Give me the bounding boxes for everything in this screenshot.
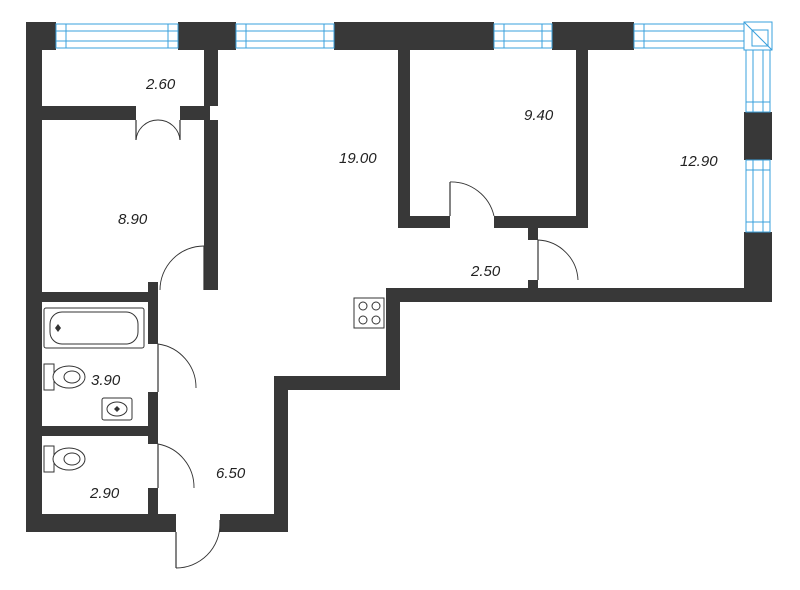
door-bedroom-large (537, 239, 579, 281)
door-toilet (157, 443, 195, 489)
wall-bath-bottom (42, 426, 158, 436)
wall-top-pier-2 (334, 22, 494, 50)
toilet-icon (43, 445, 86, 473)
toilet-bath-icon (43, 363, 86, 391)
window-right-2 (745, 159, 771, 233)
wall-bedroom-small-right (576, 50, 588, 228)
wall-top-pier-1 (178, 22, 236, 50)
wall-bedroom-left-right (204, 120, 218, 290)
door-bedroom-left (159, 245, 205, 291)
area-hallway: 2.50 (470, 263, 501, 280)
area-bedroom-left: 8.90 (118, 211, 148, 228)
windows (55, 21, 773, 233)
window-top-3 (493, 23, 553, 49)
interior-walls (42, 50, 588, 520)
wall-top-pier-3 (552, 22, 634, 50)
wall-hallway-stub (528, 228, 538, 240)
stove-icon (353, 297, 385, 329)
window-top-1 (55, 23, 179, 49)
wall-bottom-main (400, 288, 772, 302)
wall-bedroom-small-bottom-right (494, 216, 588, 228)
wall-bath-right-lower (148, 392, 158, 444)
wall-right-pier-middle (744, 112, 772, 160)
fixtures (43, 297, 385, 473)
wall-right-lower (744, 232, 772, 302)
wall-bedroom-small-left (398, 50, 410, 228)
wall-balcony-bottom-right (180, 106, 210, 120)
wall-balcony-bottom-left (42, 106, 136, 120)
wall-bath-right-upper (148, 282, 158, 344)
wall-toilet-right (148, 488, 158, 520)
door-bedroom-small (449, 181, 495, 217)
door-bathroom (157, 343, 197, 392)
area-toilet: 2.90 (89, 485, 120, 502)
wall-bedroom-small-bottom-left (398, 216, 450, 228)
exterior-walls (26, 22, 772, 532)
wall-step-vertical-high (386, 288, 400, 390)
wall-balcony-right (204, 50, 218, 106)
sink-icon (101, 397, 133, 421)
wall-bedroom-left-bottom (42, 292, 152, 302)
bathtub-icon (43, 307, 145, 349)
wall-bottom-left (26, 514, 176, 532)
area-living: 19.00 (339, 150, 377, 167)
area-labels: 2.60 19.00 9.40 12.90 8.90 2.50 3.90 2.9… (89, 76, 718, 502)
wall-bottom-right (220, 514, 288, 532)
doors (135, 119, 579, 569)
door-entrance (175, 520, 221, 569)
area-balcony: 2.60 (145, 76, 176, 93)
area-bedroom-small: 9.40 (524, 107, 554, 124)
window-top-4 (633, 23, 745, 49)
area-bathroom: 3.90 (91, 372, 121, 389)
wall-step-vertical-low (274, 376, 288, 532)
area-bedroom-large: 12.90 (680, 153, 718, 170)
wall-hallway-stub-low (528, 280, 538, 292)
window-right-1 (745, 49, 771, 113)
wall-left (26, 22, 42, 532)
wall-step-horizontal (274, 376, 400, 390)
window-corner (743, 21, 773, 51)
window-top-2 (235, 23, 335, 49)
door-balcony-double (135, 119, 181, 141)
area-entrance: 6.50 (216, 465, 246, 482)
